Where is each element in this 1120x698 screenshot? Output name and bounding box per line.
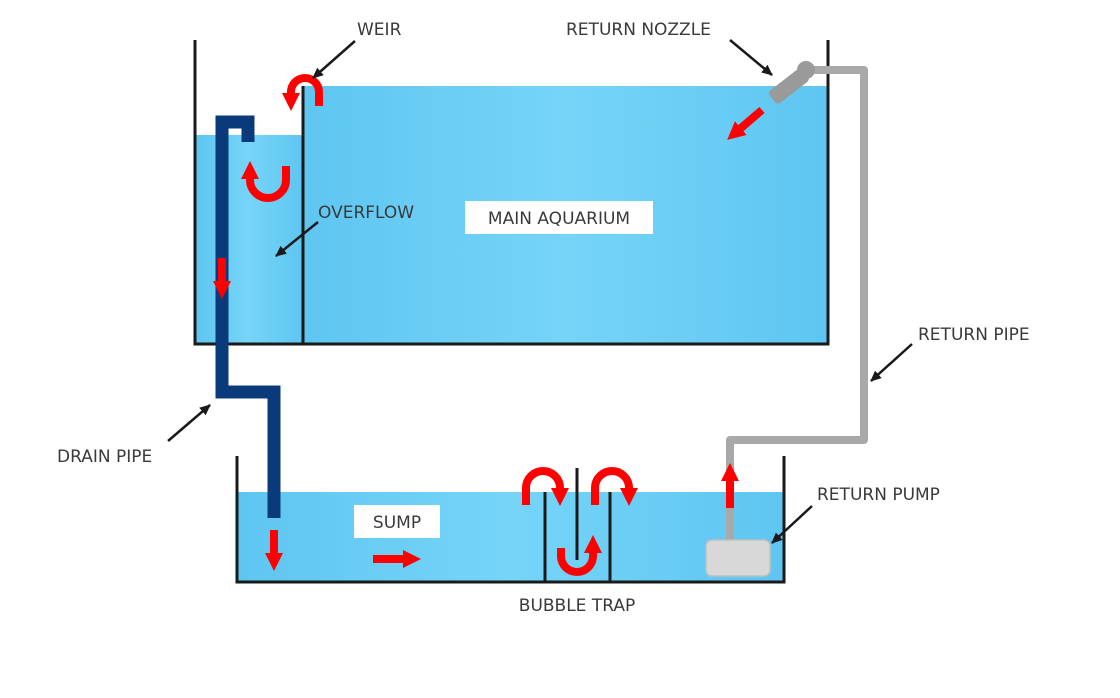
label-return-pump: RETURN PUMP: [817, 485, 940, 505]
sump-tank: [235, 456, 786, 584]
flow-arrow-nozzle: [727, 106, 765, 140]
sump-water: [237, 492, 784, 582]
flow-arrows: [213, 74, 765, 576]
label-sump: SUMP: [373, 513, 421, 533]
sump-walls: [235, 456, 786, 584]
pointer-weir: [312, 40, 356, 79]
main-aquarium-label-box: [465, 201, 653, 234]
label-main-aquarium: MAIN AQUARIUM: [488, 209, 630, 229]
pointer-arrows: [167, 39, 913, 544]
label-overflow: OVERFLOW: [318, 203, 414, 223]
pointer-overflow: [275, 221, 319, 257]
flow-arrow-trap-left: [522, 467, 569, 506]
flow-arrow-overflow-u: [241, 161, 290, 202]
label-weir: WEIR: [357, 20, 402, 40]
pointer-drain-pipe: [167, 404, 211, 442]
flow-arrow-weir: [282, 74, 323, 111]
flow-arrow-trap-right: [591, 467, 638, 506]
return-pump-icon: [705, 539, 771, 577]
pointer-return-pump: [771, 505, 813, 544]
return-nozzle-icon: [769, 61, 815, 104]
label-drain-pipe: DRAIN PIPE: [57, 447, 152, 467]
sump-label-box: [354, 505, 440, 538]
drain-pipe: [215, 115, 281, 582]
label-return-nozzle: RETURN NOZZLE: [566, 20, 711, 40]
label-return-pipe: RETURN PIPE: [918, 325, 1030, 345]
label-bubble-trap: BUBBLE TRAP: [519, 596, 635, 616]
pointer-return-pipe: [870, 343, 913, 382]
main-tank-walls: [193, 40, 830, 346]
pointer-return-nozzle: [729, 39, 773, 76]
flow-arrow-trap-under: [557, 535, 602, 576]
